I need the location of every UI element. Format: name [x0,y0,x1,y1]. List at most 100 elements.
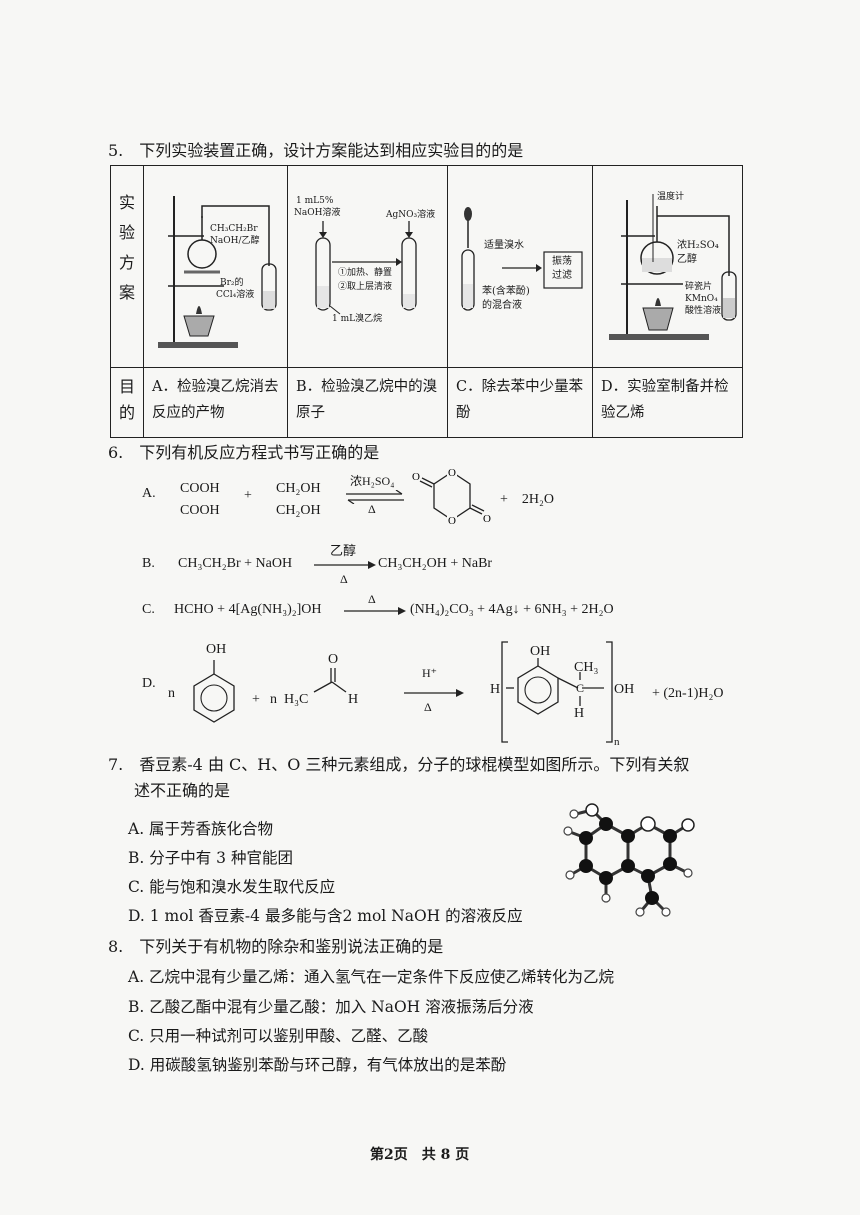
apparatus-c: 适量溴水 振荡 过滤 苯(含苯酚) 的混合液 [447,165,593,368]
q6-d-label: D. [142,676,156,691]
label-b6: 1 mL溴乙烷 [332,314,383,324]
q6-a-reversible-arrow [346,490,404,504]
q6-a-glycol: CH₂OH CH₂OH [276,478,321,522]
label-a1: CH₃CH₂Br [210,224,258,234]
label-d4: 碎瓷片 [685,282,713,292]
coumarin-ball-stick-model [563,803,695,917]
apparatus-b: 1 mL5% NaOH溶液 AgNO₃溶液 ①加热、静置 ②取上层清液 1 mL… [287,165,448,368]
q6-d-aldehyde-o: O [328,652,339,667]
q8-option-a: A. 乙烷中混有少量乙烯：通入氢气在一定条件下反应使乙烯转化为乙烷 [128,968,615,986]
apparatus-d-drawing [609,194,737,340]
apparatus-b-drawing [315,221,417,315]
q6-b-label: B. [142,556,155,571]
q6-d-subscript-n: n [614,736,620,748]
label-a4: CCl₄溶液 [216,290,255,300]
q6-c-left: HCHO + 4[Ag(NH₃)₂]OH [174,602,322,617]
label-c1: 适量溴水 [484,240,524,251]
q6-d-n: n [168,686,175,701]
q6-a-water: + 2H₂O [500,492,554,507]
oxalic-bottom: COOH [180,503,220,518]
label-b5: ②取上层清液 [338,282,393,292]
oxalic-top: COOH [180,481,220,496]
q6-d-end-h: H [490,682,501,697]
apparatus-c-drawing [461,207,583,311]
label-c2: 振荡 [552,256,572,267]
label-b4: ①加热、静置 [338,268,393,278]
label-d6: 酸性溶液 [685,306,722,316]
q5-experiment-table: 实验方案 CH₃CH₂Br NaOH/乙醇 Br₂的 CCl₄溶液 [110,165,743,438]
q7-option-d: D. 1 mol 香豆素-4 最多能与含2 mol NaOH 的溶液反应 [128,907,523,925]
label-a2: NaOH/乙醇 [210,236,260,246]
label-c5: 的混合液 [482,300,522,311]
q6-a-plus: + [244,488,252,503]
q6-d-polymer [501,641,613,743]
q6-b-arrow [314,561,376,569]
q5-option-b: B．检验溴乙烷中的溴原子 [287,367,448,438]
q7-option-a: A. 属于芳香族化合物 [128,820,274,838]
q6-d-polymer-ch3: CH₃ [574,660,599,675]
q5-option-c: C．除去苯中少量苯酚 [447,367,593,438]
q8-option-c: C. 只用一种试剂可以鉴别甲酸、乙醛、乙酸 [128,1027,429,1045]
q6-d-polymer-c: C [576,681,585,695]
label-b2: NaOH溶液 [294,208,341,218]
label-a3: Br₂的 [220,278,244,288]
svg-text:O: O [483,513,491,525]
q6-stem: 6. 下列有机反应方程式书写正确的是 [108,443,380,462]
label-d1: 温度计 [657,192,685,202]
label-d3: 乙醇 [677,254,697,265]
q6-d-polymer-oh: OH [530,644,551,659]
q6-c-arrow [344,607,406,615]
q6-d-polymer-h: H [574,706,585,721]
label-d2: 浓H₂SO₄ [677,240,719,251]
q6-c-right: (NH₄)₂CO₃ + 4Ag↓ + 6NH₃ + 2H₂O [410,602,614,617]
row-header-purpose: 目的 [110,367,144,438]
svg-text:O: O [448,467,456,479]
apparatus-a: CH₃CH₂Br NaOH/乙醇 Br₂的 CCl₄溶液 [143,165,288,368]
label-b3: AgNO₃溶液 [386,210,436,220]
q6-d-phenol [193,660,235,723]
q6-d-end-oh: OH [614,682,635,697]
q6-d-cond-top: H⁺ [422,666,437,680]
q5-option-d: D．实验室制备并检验乙烯 [592,367,743,438]
q6-a-cond-top: 浓H₂SO₄ [350,474,395,488]
apparatus-a-drawing [158,196,277,348]
q6-d-coef: n [270,692,277,707]
q6-a-label: A. [142,486,156,501]
q6-d-plus: + [252,692,260,707]
q8-option-d: D. 用碳酸氢钠鉴别苯酚与环己醇，有气体放出的是苯酚 [128,1056,507,1074]
q7-option-c: C. 能与饱和溴水发生取代反应 [128,878,336,896]
q6-d-h3c: H₃C [284,692,309,707]
q6-a-oxalic: COOH COOH [180,478,220,522]
apparatus-d: 温度计 浓H₂SO₄ 乙醇 碎瓷片 KMnO₄ 酸性溶液 [592,165,743,368]
q6-d-cond-bottom: Δ [424,700,432,714]
label-d5: KMnO₄ [685,294,718,304]
q5-stem: 5. 下列实验装置正确，设计方案能达到相应实验目的的是 [108,141,524,160]
q8-stem: 8. 下列关于有机物的除杂和鉴别说法正确的是 [108,937,444,956]
row-header-scheme: 实验方案 [110,165,144,368]
q8-option-b: B. 乙酸乙酯中混有少量乙酸：加入 NaOH 溶液振荡后分液 [128,998,534,1016]
q6-a-cyclic-ester: O O O O [412,466,491,527]
q6-b-cond-top: 乙醇 [330,543,357,558]
label-b1: 1 mL5% [296,196,334,206]
q7-stem-line1: 7. 香豆素-4 由 C、H、O 三种元素组成，分子的球棍模型如图所示。下列有关… [108,755,690,774]
svg-text:O: O [448,515,456,527]
q6-b-left: CH₃CH₂Br + NaOH [178,556,293,571]
q7-stem-line2: 述不正确的是 [134,781,231,800]
svg-text:O: O [412,471,420,483]
q6-c-label: C. [142,602,155,617]
q6-d-tail: + (2n-1)H₂O [652,686,724,701]
label-c3: 过滤 [552,270,572,281]
q6-d-arrow [404,689,464,697]
q6-b-cond-bottom: Δ [340,572,348,586]
q6-b-right: CH₃CH₂OH + NaBr [378,556,493,571]
q6-d-aldehyde-h: H [348,692,359,707]
q6-c-cond-top: Δ [368,592,376,606]
q7-option-b: B. 分子中有 3 种官能团 [128,849,293,867]
q6-d-acetaldehyde-bonds [313,668,347,693]
page-footer: 第2页 共 8 页 [370,1147,470,1163]
q6-d-phenol-oh: OH [206,642,227,657]
glycol-bottom: CH₂OH [276,503,321,518]
q5-option-a: A．检验溴乙烷消去反应的产物 [143,367,288,438]
glycol-top: CH₂OH [276,481,321,496]
label-c4: 苯(含苯酚) [482,286,530,297]
